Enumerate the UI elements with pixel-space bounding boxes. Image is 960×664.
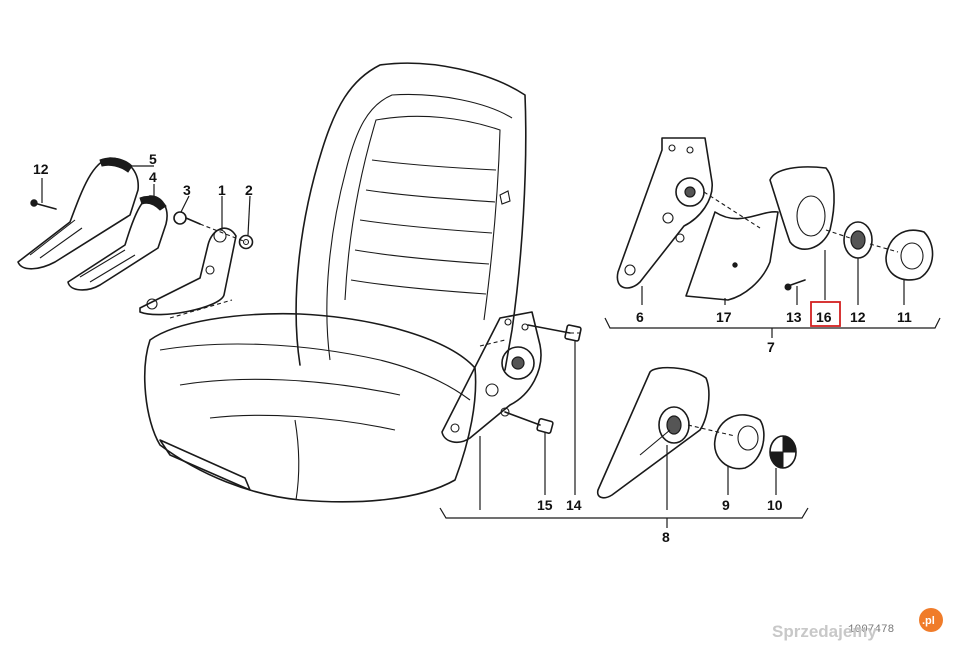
seat-illustration xyxy=(144,62,527,503)
callout-3: 3 xyxy=(183,182,191,198)
callout-10: 10 xyxy=(767,497,783,513)
callout-16: 16 xyxy=(816,309,832,325)
watermark-text: Sprzedajemy xyxy=(772,622,877,641)
drawing-code: 1007478 xyxy=(848,624,894,636)
leader-lines xyxy=(41,165,905,510)
callout-8: 8 xyxy=(662,529,670,545)
callout-12-left: 12 xyxy=(33,161,49,177)
watermark-badge xyxy=(919,608,943,632)
callout-2: 2 xyxy=(245,182,253,198)
callout-14: 14 xyxy=(566,497,582,513)
callout-12-right: 12 xyxy=(850,309,866,325)
left-hinge-parts xyxy=(17,157,254,319)
callout-13: 13 xyxy=(786,309,802,325)
lower-cover-parts xyxy=(596,366,797,499)
callout-7: 7 xyxy=(767,339,775,355)
callout-15: 15 xyxy=(537,497,553,513)
center-hinge-parts xyxy=(441,311,582,444)
callout-4: 4 xyxy=(149,169,157,185)
watermark-domain: .pl xyxy=(922,615,935,627)
callout-5: 5 xyxy=(149,151,157,167)
callout-11: 11 xyxy=(897,309,912,325)
callout-1: 1 xyxy=(218,182,226,198)
callout-17: 17 xyxy=(716,309,732,325)
upper-cover-parts xyxy=(616,137,934,301)
watermark: 1007478 Sprzedajemy .pl xyxy=(772,608,943,641)
callout-9: 9 xyxy=(722,497,730,513)
callout-6: 6 xyxy=(636,309,644,325)
callout-numbers: 12 5 4 3 1 2 6 17 13 16 12 11 7 15 14 9 … xyxy=(33,151,912,545)
highlight-box-16 xyxy=(810,301,841,327)
group-brackets xyxy=(439,317,941,528)
